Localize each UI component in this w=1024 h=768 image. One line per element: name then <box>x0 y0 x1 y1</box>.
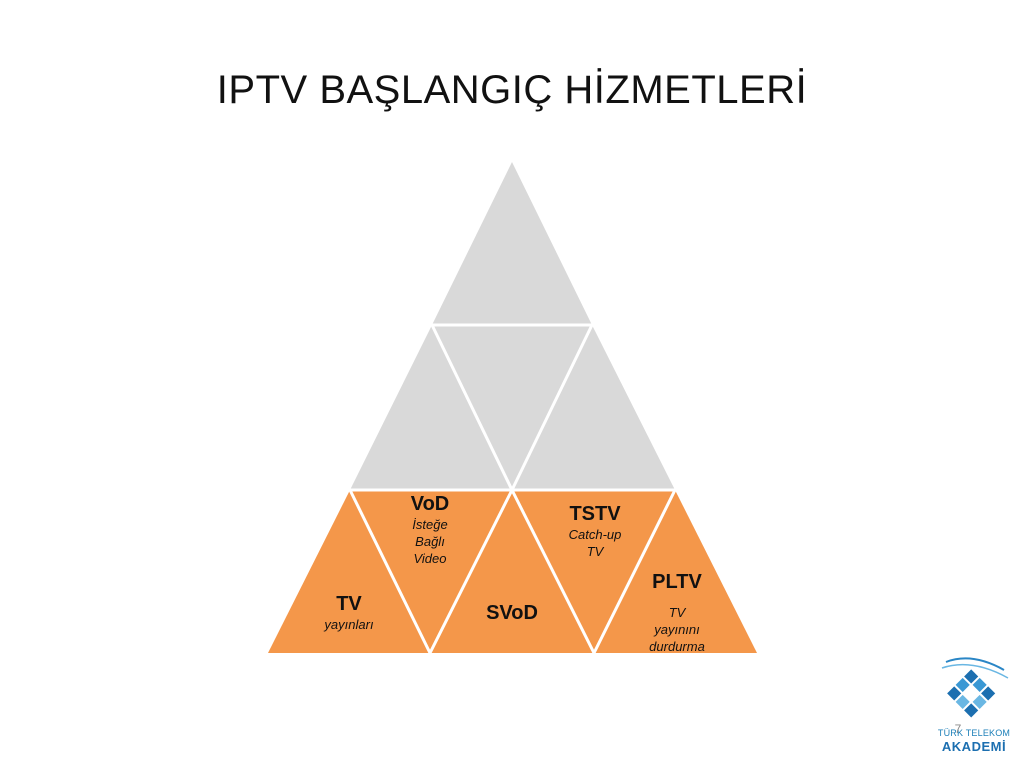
service-name: TSTV <box>569 503 621 525</box>
service-description-line: durdurma <box>649 639 705 654</box>
pyramid-top-tile <box>432 162 592 325</box>
pyramid-mid-right-tile <box>512 325 675 490</box>
service-label-tstv: TSTV Catch-up TV <box>545 502 645 560</box>
tile-svod <box>430 490 594 653</box>
service-name: PLTV <box>652 571 702 593</box>
logo-text-line2: AKADEMİ <box>941 739 1007 754</box>
service-label-vod: VoD İsteğe Bağlı Video <box>380 492 480 567</box>
service-description-line: TV <box>586 544 604 559</box>
slide-title: IPTV BAŞLANGIÇ HİZMETLERİ <box>216 68 808 112</box>
service-description-line: Catch-up <box>568 527 622 542</box>
service-label-svod: SVoD <box>462 601 562 625</box>
tile-pltv <box>594 490 757 653</box>
service-description-line: İsteğe <box>412 517 448 532</box>
tile-separators <box>348 323 677 655</box>
tile-tstv <box>512 490 675 653</box>
service-description-line: Video <box>413 551 447 566</box>
turk-telekom-akademi-logo: TÜRK TELEKOM AKADEMİ <box>932 652 1016 762</box>
service-description-line: Bağlı <box>415 534 445 549</box>
pyramid-mid-left-tile <box>350 325 512 490</box>
service-name: VoD <box>410 493 450 515</box>
pyramid-mid-center-tile <box>432 325 592 490</box>
tile-vod <box>350 490 512 653</box>
service-description-line: yayınını <box>654 622 700 637</box>
page-number: 7 <box>954 722 962 736</box>
service-description-line: yayınları <box>324 617 374 632</box>
service-label-tv: TV yayınları <box>299 592 399 633</box>
logo-text-line1: TÜRK TELEKOM <box>937 728 1011 738</box>
tile-tv <box>268 490 430 653</box>
logo-mark-icon <box>941 657 1009 718</box>
service-label-pltv: PLTV TV yayınını durdurma <box>627 570 727 655</box>
service-name: TV <box>336 593 362 615</box>
service-description-line: TV <box>668 605 686 620</box>
service-name: SVoD <box>486 602 538 624</box>
